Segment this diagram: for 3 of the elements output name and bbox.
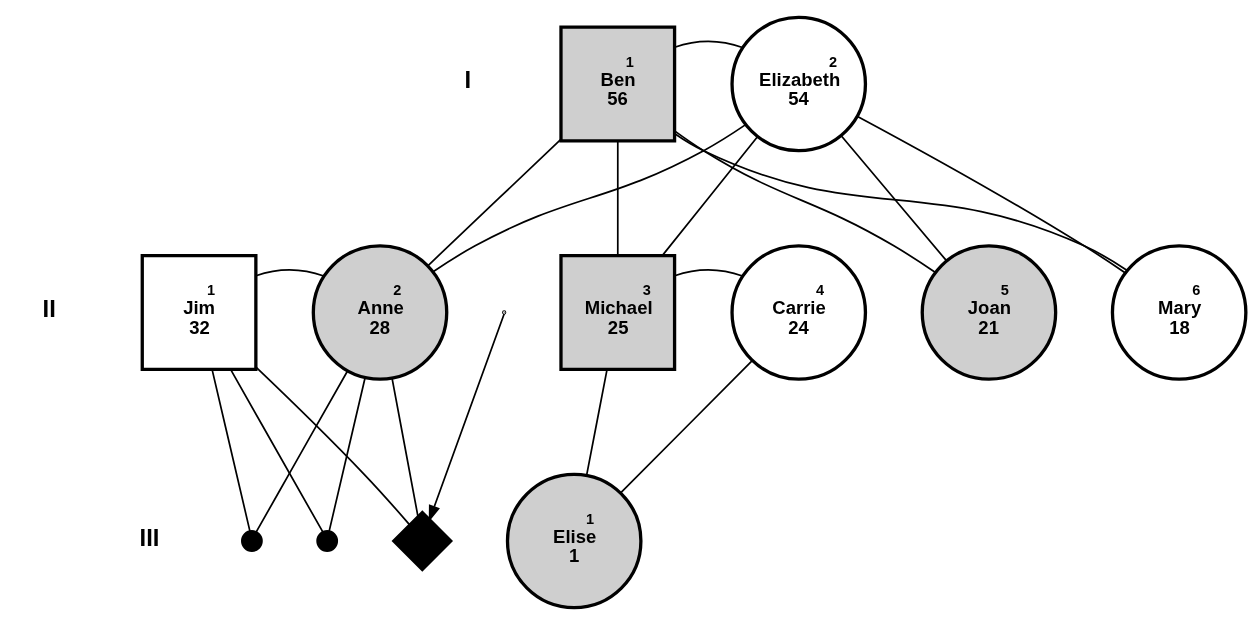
label: III bbox=[139, 523, 160, 551]
label: II bbox=[42, 294, 56, 322]
label: I bbox=[464, 66, 472, 94]
